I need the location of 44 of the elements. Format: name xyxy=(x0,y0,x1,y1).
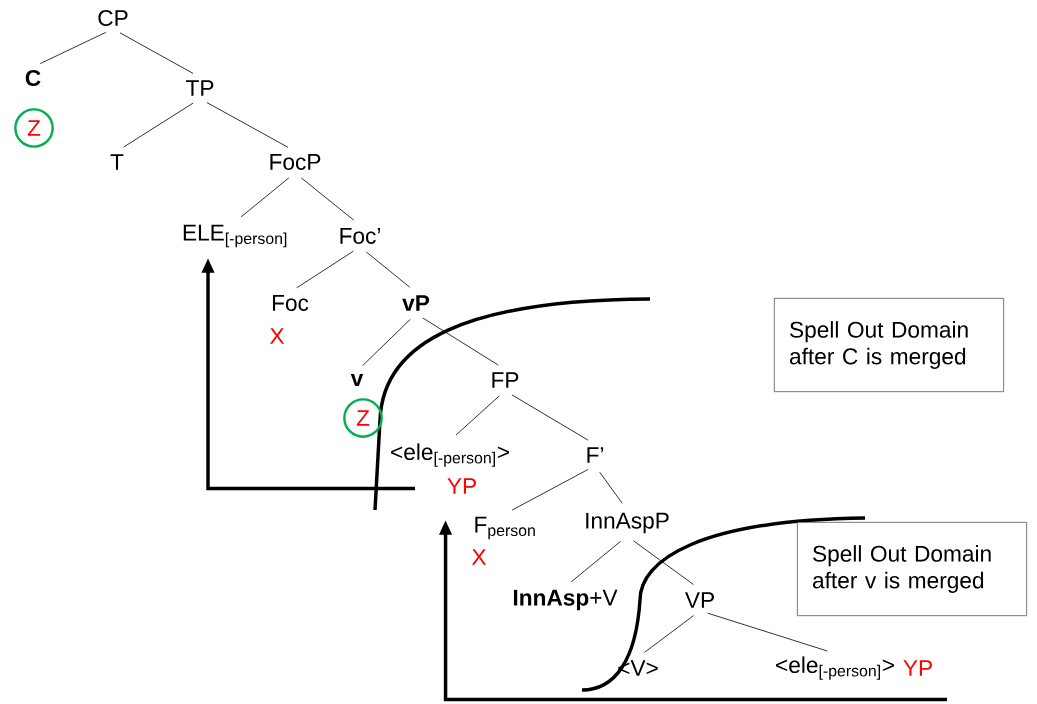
branch-line xyxy=(511,469,589,511)
spell-out-box: Spell Out Domain after v is merged xyxy=(797,522,1027,616)
feature-label: X xyxy=(471,549,487,565)
branch-line xyxy=(633,540,694,585)
tree-label: <ele$_{[-person]}$> xyxy=(391,443,509,467)
branch-line xyxy=(300,177,355,221)
branch-line xyxy=(119,32,194,74)
tree-label: FocP xyxy=(270,154,321,170)
tree-label: FP xyxy=(492,372,519,388)
tree-label: C xyxy=(25,70,41,87)
branch-line xyxy=(123,102,194,148)
branch-line xyxy=(240,177,290,218)
tree-label: InnAsp+V xyxy=(513,589,618,611)
tree-label: ELE$_{[-person]}$ xyxy=(183,224,287,248)
branch-line xyxy=(455,395,500,436)
tree-label: VP xyxy=(685,592,714,608)
feature-label: X xyxy=(269,328,285,344)
tree-label: <ele$_{[-person]}$> xyxy=(776,656,894,680)
tree-label: TP xyxy=(186,80,214,96)
tree-label: F$_{person}$ xyxy=(475,516,535,540)
branch-line xyxy=(362,318,411,366)
branch-line xyxy=(570,540,622,583)
tree-label: v xyxy=(350,374,364,386)
feature-label: YP xyxy=(903,660,932,676)
tree-label: vP xyxy=(402,295,430,311)
tree-label: CP xyxy=(98,10,128,27)
tree-label: Foc xyxy=(273,295,309,311)
tree-label: InnAspP xyxy=(586,512,669,534)
branch-line xyxy=(422,317,499,366)
circled-label: Z xyxy=(343,398,383,438)
tree-label: Foc’ xyxy=(340,228,380,244)
branch-line xyxy=(511,394,589,441)
branch-line xyxy=(599,471,623,504)
branch-line xyxy=(206,102,289,148)
circled-label: Z xyxy=(14,108,54,148)
tree-label: F’ xyxy=(587,447,604,463)
branch-line xyxy=(707,612,828,652)
branch-line xyxy=(39,32,107,64)
feature-label: YP xyxy=(447,478,476,494)
branch-line xyxy=(296,250,354,289)
spell-out-box: Spell Out Domain after C is merged xyxy=(774,298,1004,392)
branch-line xyxy=(365,251,411,288)
tree-label: T xyxy=(110,154,124,170)
branch-line xyxy=(644,615,694,653)
